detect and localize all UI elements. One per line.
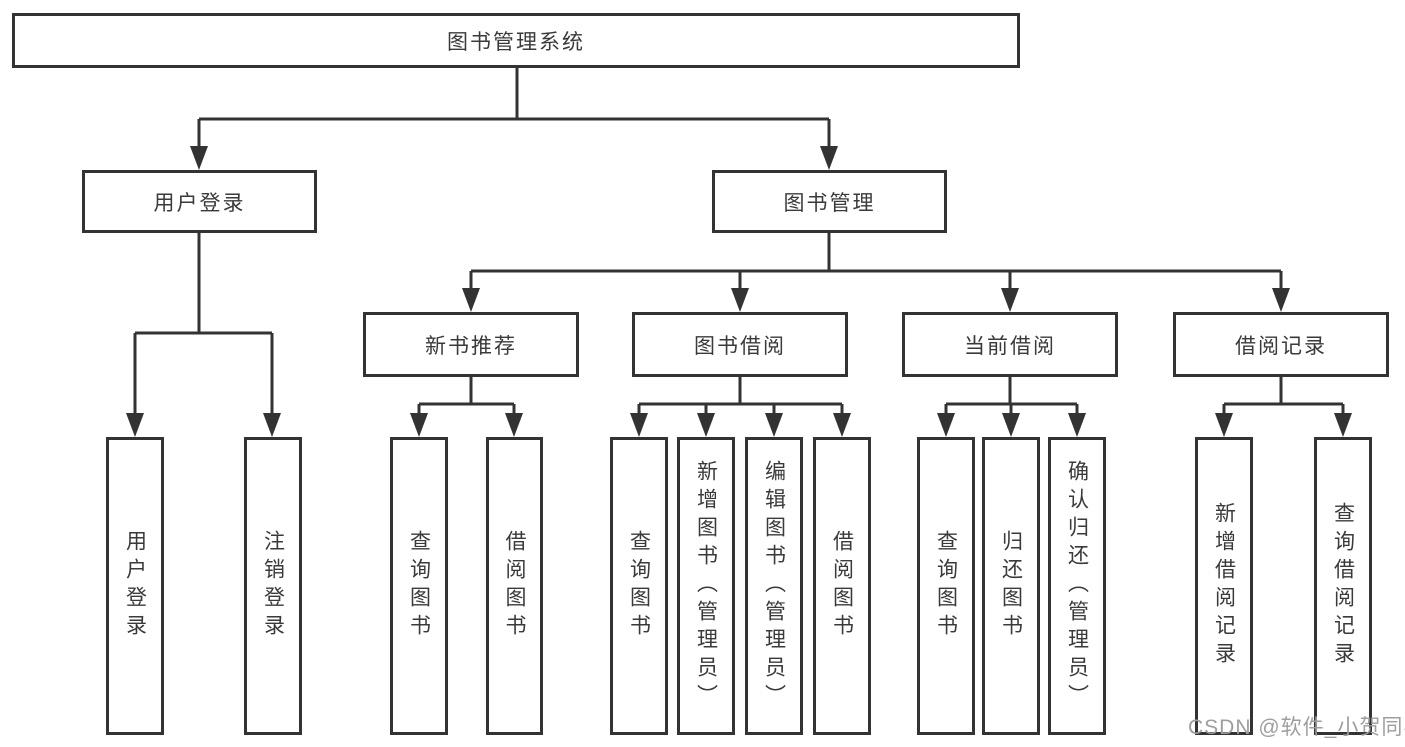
leaf-add-book-admin: 新增图书（管理员） [677,437,735,735]
node-label: 借阅记录 [1235,334,1327,358]
leaf-add-borrow-record: 新增借阅记录 [1195,437,1253,735]
leaf-confirm-return-admin: 确认归还（管理员） [1048,437,1106,735]
node-label: 用户登录 [153,191,246,215]
node-label: 借阅图书 [503,530,526,642]
node-label: 图书管理系统 [447,30,585,54]
leaf-logout: 注销登录 [244,437,302,735]
node-library-management-system: 图书管理系统 [12,13,1020,68]
node-borrow-records: 借阅记录 [1173,312,1389,377]
node-label: 新增图书（管理员） [694,460,718,712]
node-label: 借阅图书 [830,530,854,642]
node-book-borrow: 图书借阅 [632,312,848,377]
csdn-watermark: CSDN @软件_小贺同学 [1188,716,1405,739]
node-label: 当前借阅 [964,334,1056,358]
leaf-query-borrow-record: 查询借阅记录 [1314,437,1372,735]
node-label: 查询借阅记录 [1331,502,1355,670]
leaf-query-books-borrow: 查询图书 [610,437,668,735]
leaf-borrow-books: 借阅图书 [813,437,871,735]
leaf-borrow-books-recommend: 借阅图书 [486,437,543,735]
node-label: 确认归还（管理员） [1065,460,1089,712]
node-label: 编辑图书（管理员） [762,460,786,712]
leaf-return-book: 归还图书 [982,437,1040,735]
leaf-query-books-recommend: 查询图书 [390,437,448,735]
node-current-borrow: 当前借阅 [902,312,1118,377]
node-book-management: 图书管理 [712,170,947,233]
node-label: 查询图书 [407,530,431,642]
node-label: 图书借阅 [694,334,786,358]
node-label: 查询图书 [627,530,651,642]
leaf-query-books-current: 查询图书 [917,437,975,735]
node-label: 新书推荐 [425,334,517,358]
node-new-book-recommend: 新书推荐 [363,312,579,377]
node-label: 新增借阅记录 [1212,502,1236,670]
leaf-edit-book-admin: 编辑图书（管理员） [745,437,803,735]
node-label: 注销登录 [261,530,285,642]
node-label: 归还图书 [999,530,1023,642]
node-label: 用户登录 [123,530,147,642]
node-user-login: 用户登录 [82,170,317,233]
leaf-user-login: 用户登录 [106,437,164,735]
node-label: 查询图书 [934,530,958,642]
node-label: 图书管理 [783,191,876,215]
